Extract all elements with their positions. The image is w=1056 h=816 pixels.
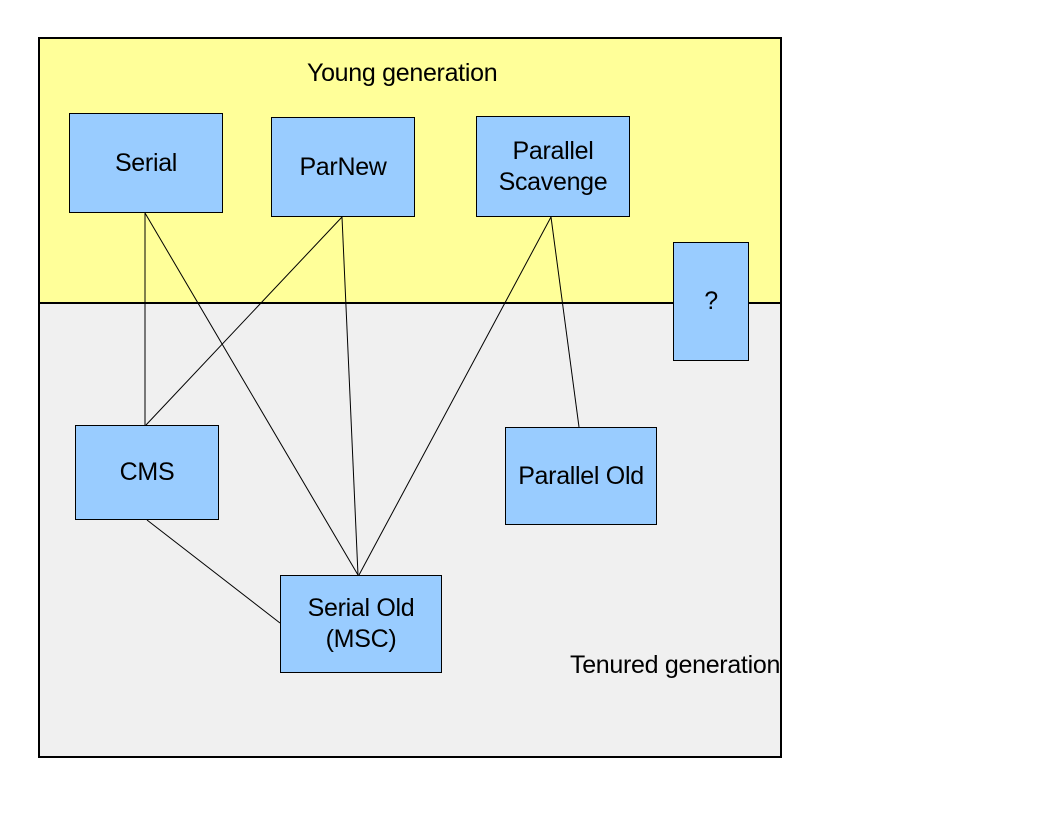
tenured-generation-region: [40, 302, 780, 756]
edge-parallel-scavenge-serial-old: [358, 216, 552, 576]
node-question-mark: ?: [673, 242, 749, 361]
edge-serial-serial-old: [144, 212, 359, 576]
node-cms-label: CMS: [119, 458, 175, 486]
heap-outer-box: Young generation Tenured generation Seri…: [38, 37, 782, 758]
node-serial-old-label: Serial Old (MSC): [307, 594, 415, 653]
node-parnew: ParNew: [271, 117, 415, 217]
node-serial-old: Serial Old (MSC): [280, 575, 442, 673]
edge-cms-serial-old: [146, 519, 281, 624]
edges-overlay: [144, 212, 580, 624]
node-serial: Serial: [69, 113, 223, 213]
node-parallel-scavenge-label: Parallel Scavenge: [498, 136, 608, 196]
edge-parnew-cms: [145, 216, 343, 426]
node-question-mark-label: ?: [704, 287, 718, 315]
young-generation-label: Young generation: [307, 59, 498, 87]
edge-parallel-scavenge-parallel-old: [550, 216, 580, 428]
tenured-generation-label: Tenured generation: [570, 651, 781, 679]
edge-parnew-serial-old: [341, 216, 359, 576]
node-parallel-old: Parallel Old: [505, 427, 657, 525]
node-serial-label: Serial: [114, 148, 178, 177]
node-parnew-label: ParNew: [299, 152, 387, 181]
node-cms: CMS: [75, 425, 219, 520]
node-parallel-scavenge: Parallel Scavenge: [476, 116, 630, 217]
node-parallel-old-label: Parallel Old: [518, 461, 644, 490]
